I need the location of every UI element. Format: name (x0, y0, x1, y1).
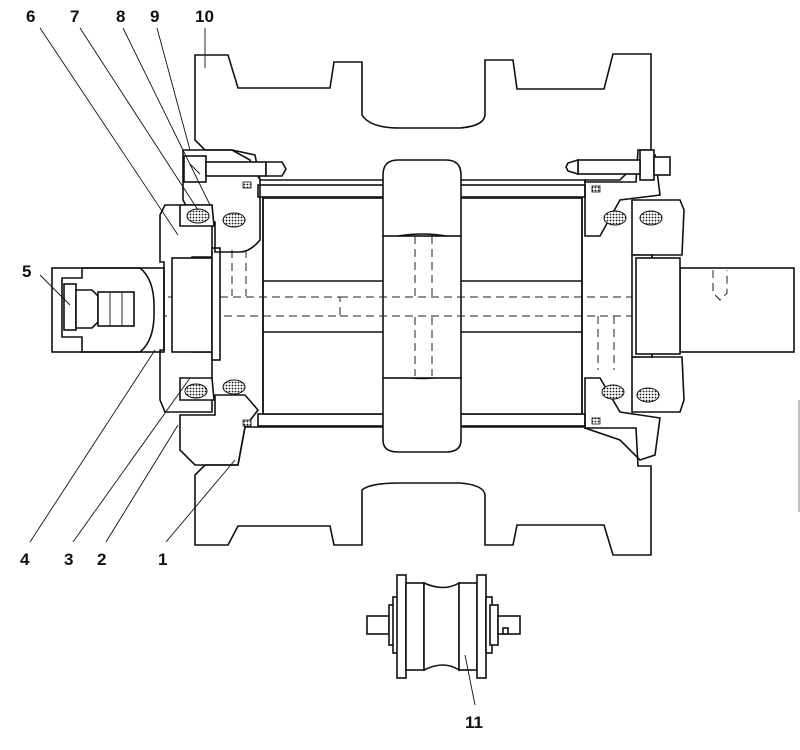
callout-3: 3 (64, 550, 73, 569)
callout-7: 7 (70, 7, 79, 26)
right-bolt (565, 149, 671, 425)
roller-exterior-view (366, 574, 521, 679)
callout-8: 8 (116, 7, 125, 26)
callout-11: 11 (465, 713, 483, 732)
left-end-cap (159, 204, 221, 413)
center-collar (382, 159, 462, 453)
right-shaft-end (635, 257, 795, 355)
left-shaft-end (51, 267, 165, 353)
callout-6: 6 (26, 7, 35, 26)
callout-5: 5 (22, 262, 31, 281)
left-seal-housing (179, 149, 261, 466)
leader-lines (29, 27, 476, 706)
shaft (262, 198, 583, 414)
callout-10: 10 (195, 7, 214, 26)
left-bearing (179, 204, 246, 401)
oil-passage (155, 236, 640, 376)
callout-1: 1 (158, 550, 167, 569)
callout-4: 4 (20, 550, 30, 569)
callout-2: 2 (97, 550, 106, 569)
callout-9: 9 (150, 7, 159, 26)
right-bearing (601, 210, 663, 403)
bore-cavity (262, 197, 583, 415)
